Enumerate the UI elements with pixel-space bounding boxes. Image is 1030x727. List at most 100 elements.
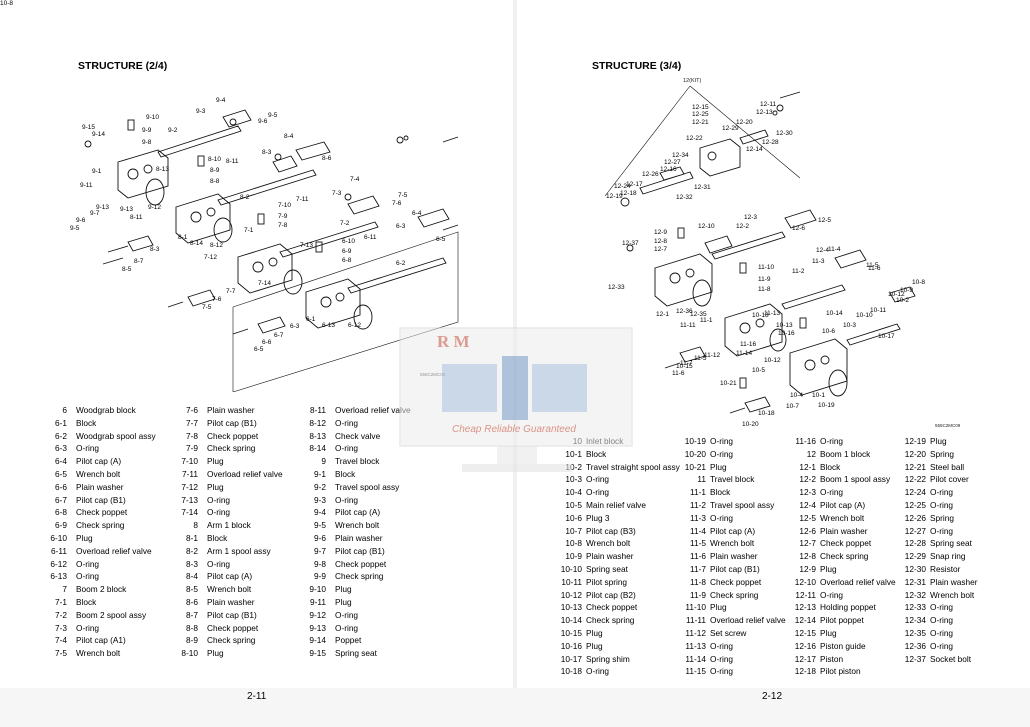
part-number: 10-11 xyxy=(561,576,582,587)
part-number: 10-15 xyxy=(560,627,582,638)
part-number: 11-14 xyxy=(685,653,706,664)
callout-label: 11-6 xyxy=(868,265,881,272)
part-description: Check poppet xyxy=(820,538,872,549)
part-number: 11-11 xyxy=(686,615,706,626)
part-number: 10-7 xyxy=(565,525,582,536)
part-number: 9-8 xyxy=(314,558,326,569)
part-number: 8-10 xyxy=(181,648,198,659)
part-number: 8-4 xyxy=(186,571,198,582)
part-number: 7-1 xyxy=(55,596,67,607)
part-number: 11-10 xyxy=(685,602,706,613)
part-number: 12-36 xyxy=(904,640,926,651)
part-description: Block xyxy=(710,487,731,498)
part-number: 12-19 xyxy=(904,436,926,446)
callout-label: 7-2 xyxy=(340,220,350,227)
right-exploded-diagram xyxy=(600,78,980,423)
part-number: 12-32 xyxy=(904,589,926,600)
callout-label: 10-14 xyxy=(826,310,843,317)
callout-label: 11-16 xyxy=(740,341,757,348)
part-row: 9-8 Check poppet xyxy=(301,558,411,571)
part-description: Spring xyxy=(930,448,954,459)
part-description: Boom 2 spool assy xyxy=(76,609,147,620)
part-description: Spring seat xyxy=(586,563,628,574)
part-description: O-ring xyxy=(710,640,734,651)
part-description: Woodgrab block xyxy=(76,405,136,415)
part-description: Travel straight spool assy xyxy=(586,461,680,472)
part-description: O-ring xyxy=(335,417,359,428)
part-description: O-ring xyxy=(586,474,610,485)
kit-label: 12(KIT) xyxy=(683,78,702,84)
part-number: 12-2 xyxy=(799,474,816,485)
part-description: Pilot cap (B1) xyxy=(207,417,257,428)
callout-label: 12-13 xyxy=(756,109,773,116)
part-description: Spring seat xyxy=(335,648,377,659)
part-number: 12-18 xyxy=(794,666,816,677)
part-number: 10-3 xyxy=(565,474,582,485)
part-number: 12-30 xyxy=(904,563,926,574)
part-description: Travel spool assy xyxy=(710,499,775,510)
part-description: O-ring xyxy=(930,525,954,536)
part-description: Pilot cap (B3) xyxy=(586,525,636,536)
part-description: Wrench bolt xyxy=(76,468,121,479)
part-description: Overload relief valve xyxy=(710,615,786,626)
part-description: Plain washer xyxy=(207,596,255,607)
part-number: 9-6 xyxy=(314,532,326,543)
part-description: Wrench bolt xyxy=(335,520,380,531)
callout-label: 9-15 xyxy=(82,124,96,131)
part-number: 7-13 xyxy=(181,494,198,505)
part-number: 12-6 xyxy=(799,525,816,536)
callout-label: 12-29 xyxy=(722,125,739,132)
callout-label: 6-1 xyxy=(306,316,316,323)
callout-label: 10-2 xyxy=(896,297,910,304)
right-diagram-code: 555C2MC09 xyxy=(935,423,961,428)
callout-label: 9-5 xyxy=(268,112,278,119)
part-description: Boom 1 spool assy xyxy=(820,474,891,485)
part-description: Resistor xyxy=(930,563,961,574)
part-description: Check poppet xyxy=(335,558,387,569)
part-number: 11 xyxy=(697,474,706,485)
callout-label: 11-6 xyxy=(672,370,685,377)
part-number: 12-31 xyxy=(904,576,926,587)
part-description: Spring shim xyxy=(586,653,630,664)
part-number: 12-33 xyxy=(904,602,926,613)
callout-label: 10-12 xyxy=(888,291,905,298)
part-number: 10-18 xyxy=(560,666,582,677)
part-description: Check spring xyxy=(710,589,759,600)
part-description: Check spring xyxy=(76,520,125,531)
part-number: 7-6 xyxy=(186,405,198,415)
part-number: 11-9 xyxy=(690,589,706,600)
left-diagram-svg xyxy=(84,109,459,392)
part-number: 8-11 xyxy=(310,405,326,415)
part-number: 6-3 xyxy=(55,443,67,454)
part-description: Socket bolt xyxy=(930,653,972,664)
part-number: 11-4 xyxy=(690,525,706,536)
callout-label: 12-15 xyxy=(692,104,709,111)
callout-label: 6-2 xyxy=(396,260,406,267)
part-number: 12-5 xyxy=(799,512,816,523)
part-description: Main relief valve xyxy=(586,499,646,510)
part-number: 6 xyxy=(62,405,67,415)
callout-label: 8-2 xyxy=(240,194,250,201)
